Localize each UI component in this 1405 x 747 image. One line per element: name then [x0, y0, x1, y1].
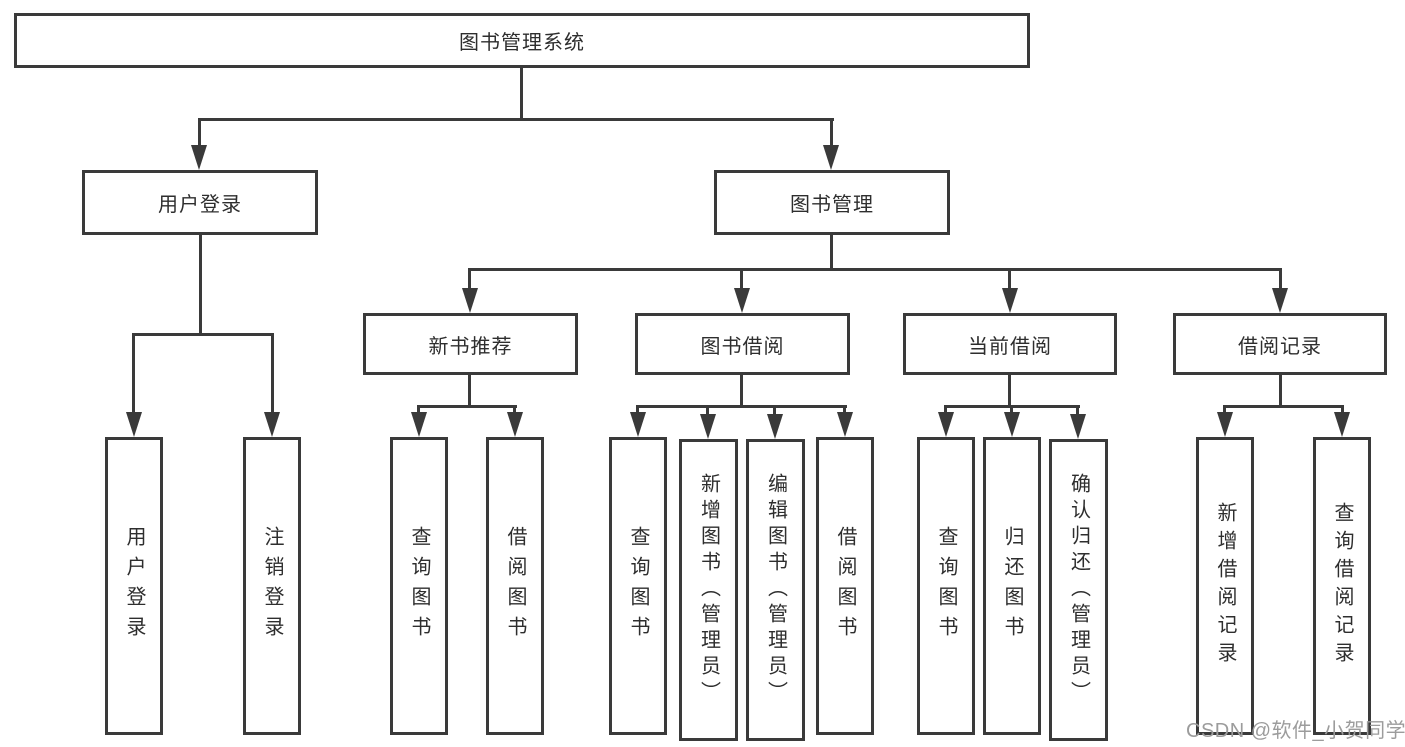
arrow-down-icon [1002, 288, 1018, 313]
connector-line [198, 118, 201, 147]
node-new-book-recommend: 新书推荐 [363, 313, 578, 375]
node-leaf-query-borrow-record-label: 查询借阅记录 [1331, 502, 1353, 670]
node-current-borrowing-label: 当前借阅 [968, 335, 1052, 358]
node-leaf-confirm-return-admin: 确认归还（管理员） [1049, 439, 1108, 741]
connector-line [132, 333, 274, 336]
node-leaf-add-book-admin: 新增图书（管理员） [679, 439, 738, 741]
connector-line [1223, 405, 1226, 417]
arrow-down-icon [1004, 412, 1020, 437]
arrow-down-icon [1272, 288, 1288, 313]
node-leaf-query-books-current-label: 查询图书 [935, 526, 957, 646]
connector-line [1341, 405, 1344, 417]
node-book-management-label: 图书管理 [790, 194, 874, 216]
node-library-system: 图书管理系统 [14, 13, 1030, 68]
arrow-down-icon [837, 412, 853, 437]
connector-line [132, 333, 135, 415]
arrow-down-icon [1217, 412, 1233, 437]
node-leaf-logout: 注销登录 [243, 437, 301, 735]
connector-line [417, 405, 420, 417]
node-leaf-logout-label: 注销登录 [261, 526, 283, 646]
connector-line [636, 405, 847, 408]
node-borrowing-records: 借阅记录 [1173, 313, 1387, 375]
connector-line [1076, 405, 1079, 417]
node-user-login-label: 用户登录 [158, 194, 242, 216]
arrow-down-icon [462, 288, 478, 313]
connector-line [520, 68, 523, 118]
node-leaf-confirm-return-admin-label: 确认归还（管理员） [1067, 473, 1090, 707]
node-new-book-recommend-label: 新书推荐 [428, 335, 513, 358]
arrow-down-icon [126, 412, 142, 437]
arrow-down-icon [700, 414, 716, 439]
connector-line [417, 405, 517, 408]
connector-line [740, 375, 743, 405]
arrow-down-icon [630, 412, 646, 437]
connector-line [944, 405, 947, 417]
connector-line [1279, 375, 1282, 405]
csdn-watermark: CSDN @软件_小贺同学 [1186, 720, 1405, 742]
node-current-borrowing: 当前借阅 [903, 313, 1117, 375]
node-leaf-query-books-recommend-label: 查询图书 [408, 526, 430, 646]
node-leaf-return-book: 归还图书 [983, 437, 1041, 735]
node-leaf-return-book-label: 归还图书 [1001, 526, 1023, 646]
node-leaf-add-borrow-record: 新增借阅记录 [1196, 437, 1254, 735]
node-leaf-query-books-recommend: 查询图书 [390, 437, 448, 735]
node-leaf-query-books-current: 查询图书 [917, 437, 975, 735]
node-library-system-label: 图书管理系统 [459, 32, 585, 54]
node-leaf-query-books-borrow: 查询图书 [609, 437, 667, 735]
connector-line [1279, 268, 1282, 292]
node-book-borrowing: 图书借阅 [635, 313, 850, 375]
node-leaf-edit-book-admin: 编辑图书（管理员） [746, 439, 805, 741]
arrow-down-icon [411, 412, 427, 437]
connector-line [468, 375, 471, 405]
connector-line [271, 333, 274, 415]
connector-line [830, 118, 833, 147]
connector-line [1008, 375, 1011, 405]
node-leaf-borrow-books: 借阅图书 [816, 437, 874, 735]
node-book-borrowing-label: 图书借阅 [700, 335, 785, 358]
node-leaf-user-login: 用户登录 [105, 437, 163, 735]
node-leaf-query-borrow-record: 查询借阅记录 [1313, 437, 1371, 735]
connector-line [830, 235, 833, 268]
connector-line [198, 118, 834, 121]
arrow-down-icon [507, 412, 523, 437]
connector-line [199, 235, 202, 333]
node-leaf-borrow-books-recommend-label: 借阅图书 [504, 526, 526, 646]
connector-line [773, 405, 776, 417]
connector-line [468, 268, 471, 292]
arrow-down-icon [264, 412, 280, 437]
node-leaf-add-borrow-record-label: 新增借阅记录 [1214, 502, 1236, 670]
connector-line [513, 405, 516, 417]
arrow-down-icon [767, 414, 783, 439]
node-book-management: 图书管理 [714, 170, 950, 235]
connector-line [468, 268, 1282, 271]
arrow-down-icon [734, 288, 750, 313]
connector-line [1223, 405, 1344, 408]
connector-line [843, 405, 846, 417]
node-user-login: 用户登录 [82, 170, 318, 235]
connector-line [1008, 268, 1011, 292]
arrow-down-icon [938, 412, 954, 437]
arrow-down-icon [1070, 414, 1086, 439]
connector-line [740, 268, 743, 292]
arrow-down-icon [823, 145, 839, 170]
node-leaf-edit-book-admin-label: 编辑图书（管理员） [764, 473, 787, 707]
connector-line [706, 405, 709, 417]
node-borrowing-records-label: 借阅记录 [1238, 335, 1322, 358]
connector-line [1010, 405, 1013, 417]
node-leaf-add-book-admin-label: 新增图书（管理员） [697, 473, 720, 707]
arrow-down-icon [1334, 412, 1350, 437]
node-leaf-borrow-books-label: 借阅图书 [834, 526, 856, 646]
node-leaf-user-login-label: 用户登录 [123, 526, 145, 646]
node-leaf-borrow-books-recommend: 借阅图书 [486, 437, 544, 735]
arrow-down-icon [191, 145, 207, 170]
connector-line [636, 405, 639, 417]
node-leaf-query-books-borrow-label: 查询图书 [627, 526, 649, 646]
